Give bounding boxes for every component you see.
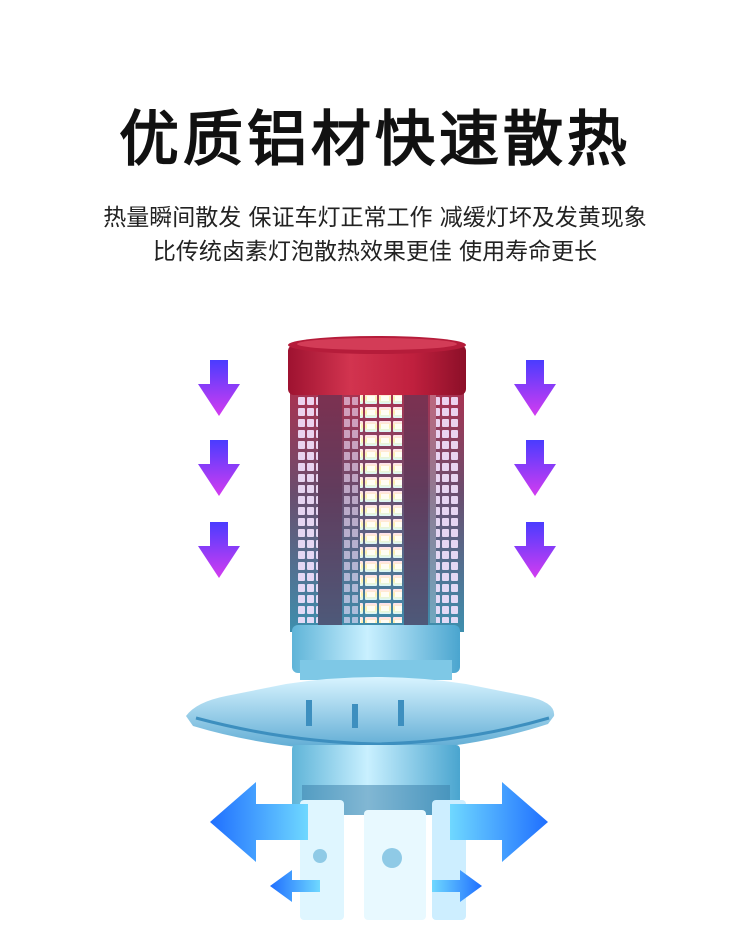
bulb-neck bbox=[292, 625, 460, 680]
arrow-down-icon bbox=[198, 440, 240, 496]
arrow-down-icon bbox=[514, 360, 556, 416]
double-arrow-icon bbox=[270, 870, 320, 902]
description-line-1: 热量瞬间散发 保证车灯正常工作 减缓灯坏及发黄现象 bbox=[103, 205, 647, 231]
double-arrow-icon bbox=[432, 870, 482, 902]
airflow-arrows bbox=[210, 782, 548, 902]
page-title: 优质铝材快速散热 bbox=[119, 105, 631, 175]
arrow-down-icon bbox=[198, 522, 240, 578]
double-arrow-icon bbox=[450, 782, 548, 862]
arrow-down-icon bbox=[514, 522, 556, 578]
heat-arrows-right bbox=[514, 360, 556, 578]
double-arrow-icon bbox=[210, 782, 308, 862]
bulb-cap bbox=[288, 336, 466, 395]
description-line-2: 比传统卤素灯泡散热效果更佳 使用寿命更长 bbox=[152, 239, 598, 265]
arrow-down-icon bbox=[514, 440, 556, 496]
led-headlight-bulb-icon bbox=[186, 336, 556, 920]
bulb-body bbox=[290, 380, 464, 632]
heat-arrows-left bbox=[198, 360, 240, 578]
bulb-pins bbox=[300, 800, 466, 920]
arrow-down-icon bbox=[198, 360, 240, 416]
bulb-flange bbox=[186, 677, 555, 752]
